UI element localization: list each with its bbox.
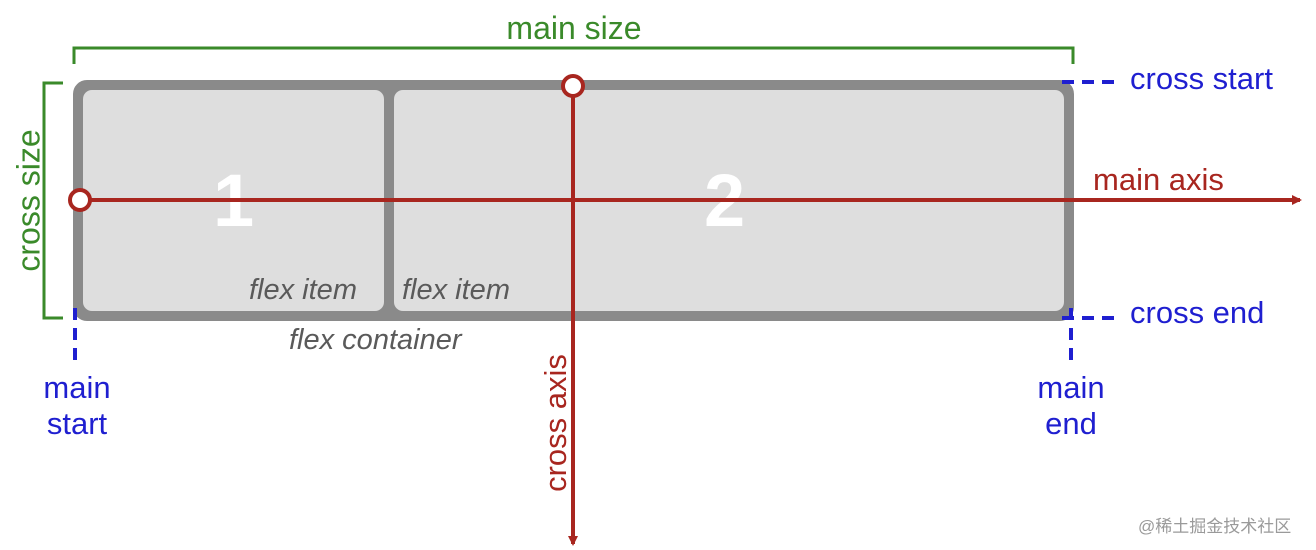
cross-start-label: cross start [1130, 61, 1273, 96]
watermark-text: @稀土掘金技术社区 [1138, 517, 1292, 536]
main-end-label: main end [1021, 370, 1121, 442]
cross-axis-label: cross axis [538, 354, 573, 492]
main-end-line1: main [1037, 370, 1105, 405]
flex-item-1-label: flex item [249, 274, 357, 306]
main-axis-arrow [68, 188, 1302, 212]
main-end-line2: end [1045, 406, 1097, 441]
main-size-label: main size [506, 10, 642, 46]
flex-container-label: flex container [289, 324, 462, 356]
flex-item-2-label: flex item [402, 274, 510, 306]
cross-size-label: cross size [10, 129, 47, 272]
main-size-bracket [72, 46, 1075, 64]
main-start-line2: start [46, 406, 108, 441]
main-start-line1: main [43, 370, 111, 405]
cross-end-label: cross end [1130, 295, 1265, 330]
cross-axis-arrow [561, 74, 585, 546]
main-axis-label: main axis [1093, 162, 1224, 197]
main-start-label: main start [27, 370, 127, 442]
cross-size-bracket [42, 81, 63, 320]
